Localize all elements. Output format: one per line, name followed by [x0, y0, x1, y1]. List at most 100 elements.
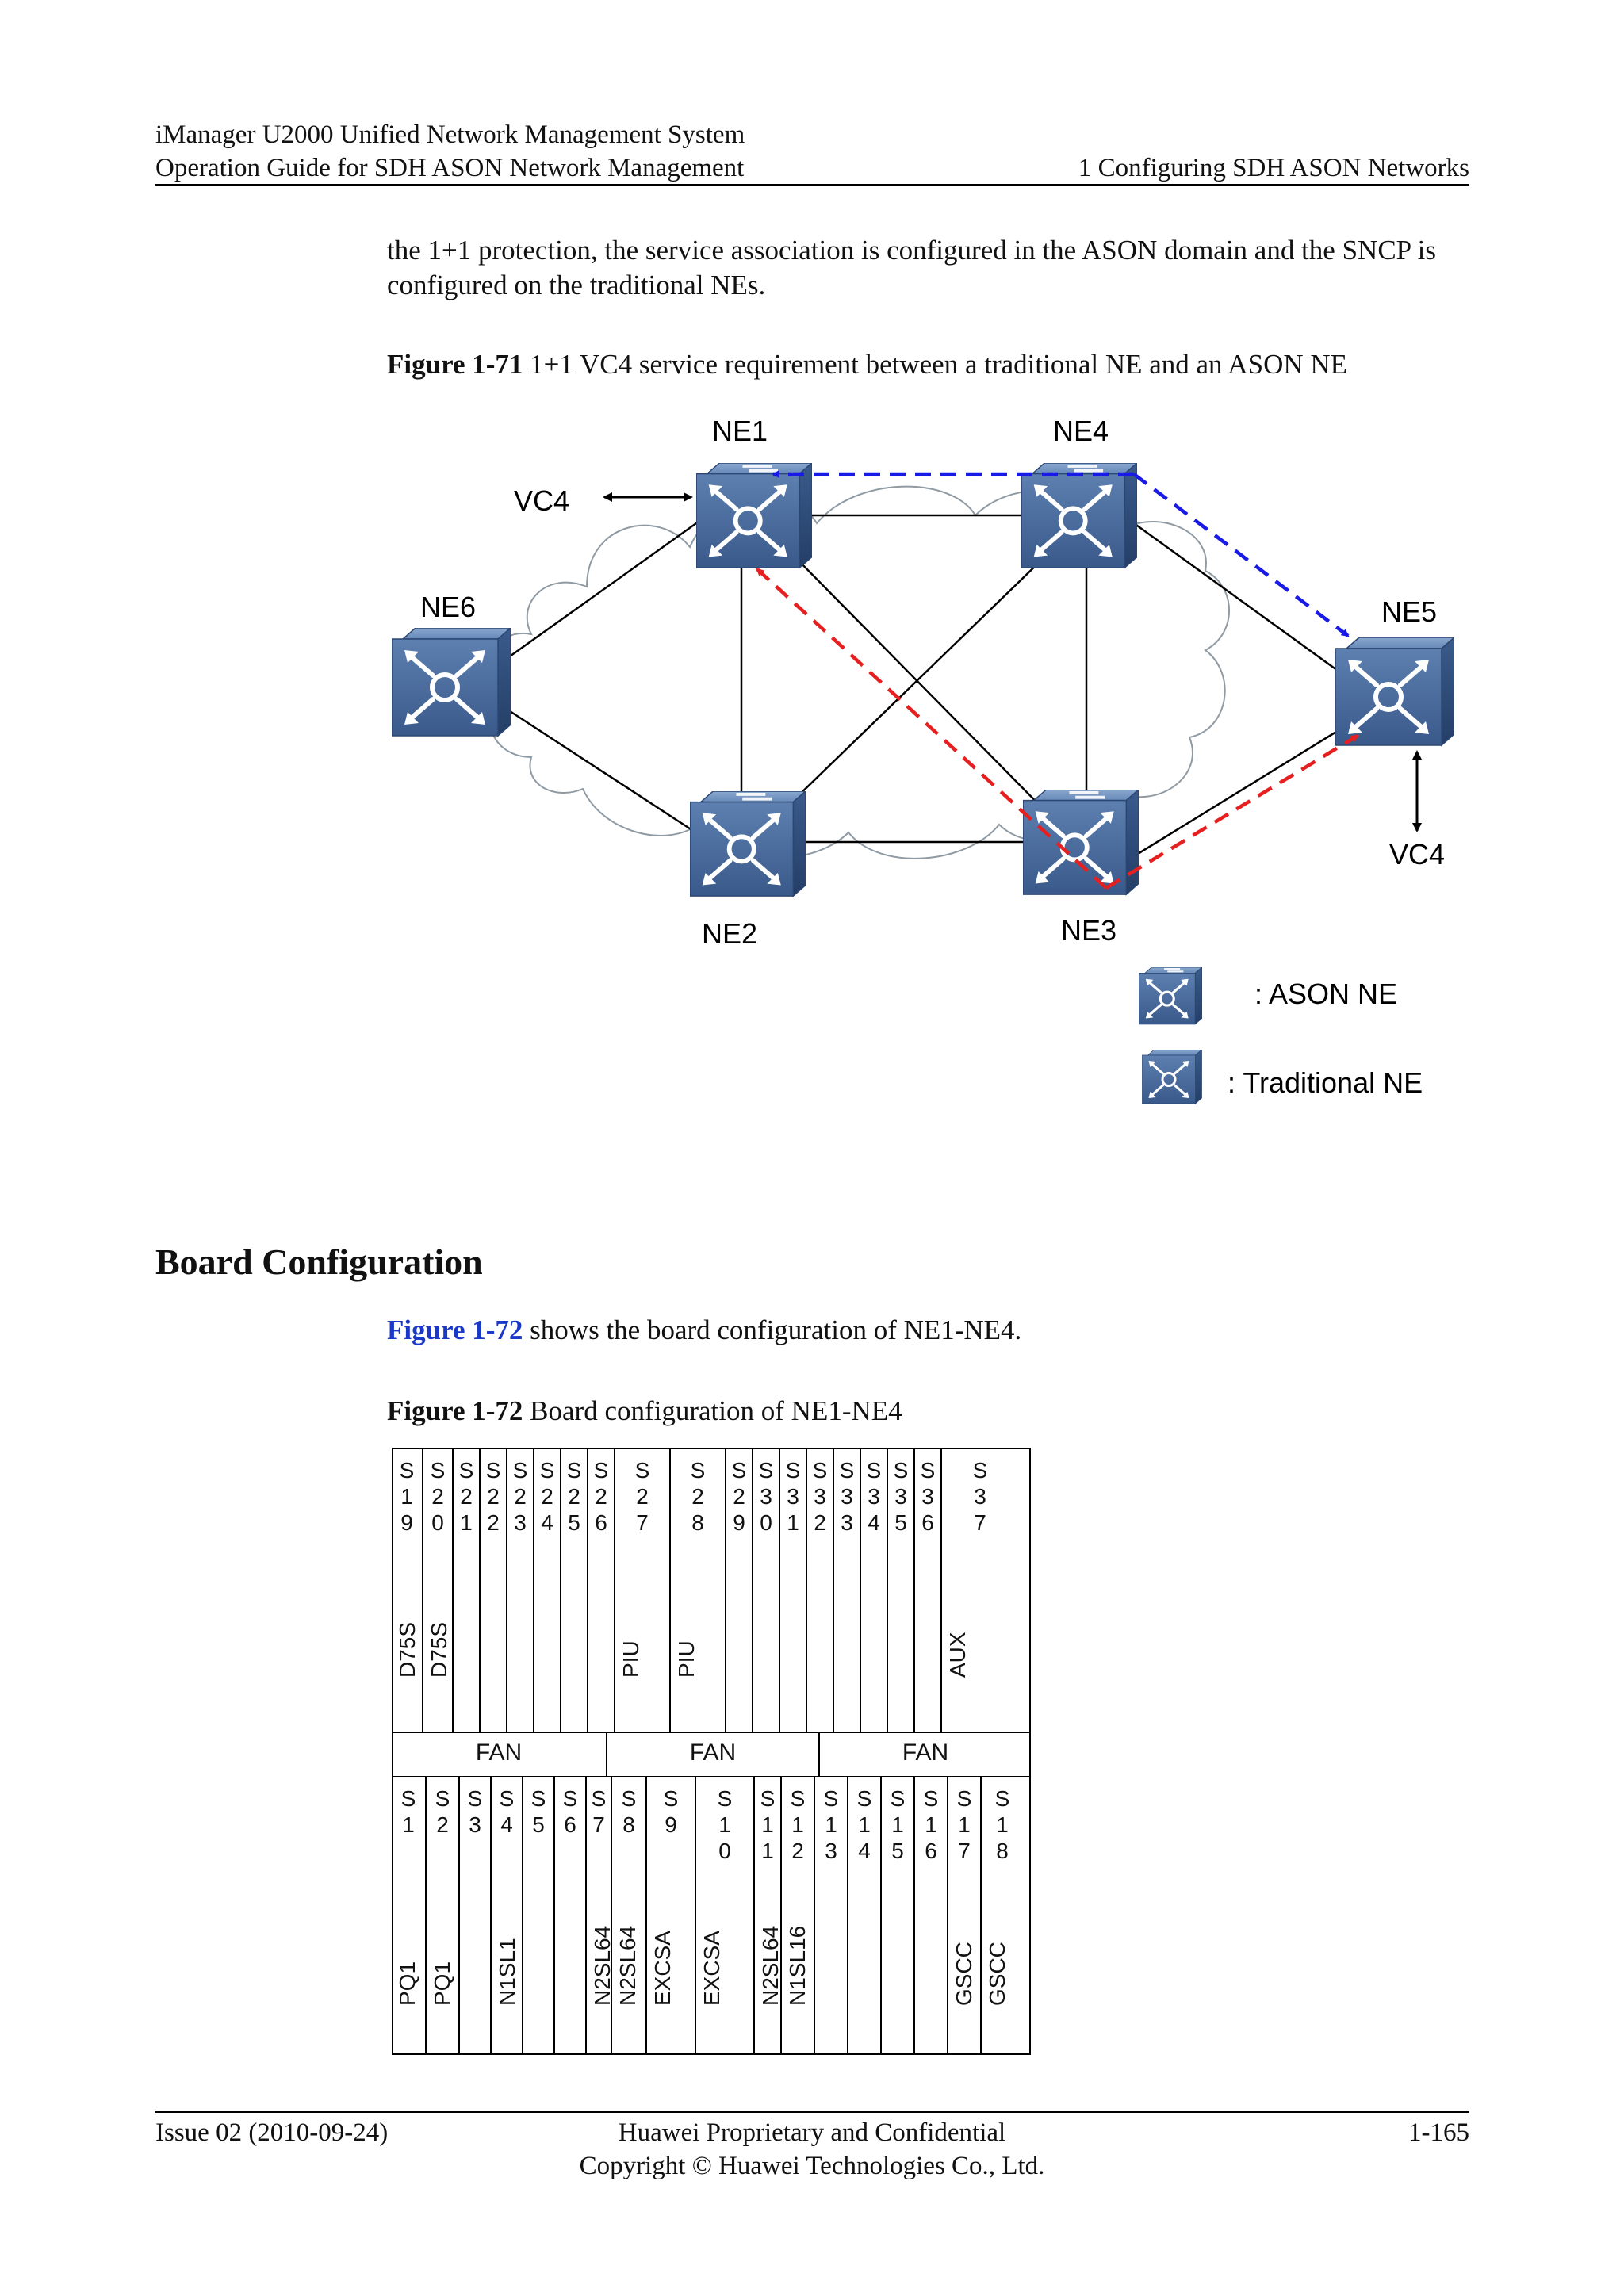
legend-traditional-icon	[1142, 1050, 1202, 1105]
legend-traditional-label: : Traditional NE	[1228, 1066, 1423, 1099]
top-slot-id: S 2 2	[485, 1458, 501, 1535]
top-slot-id: S 2 0	[430, 1458, 446, 1535]
fiber-links	[507, 514, 1341, 858]
top-slot-id: S 2 7	[634, 1458, 650, 1535]
top-slot-id: S 2 1	[458, 1458, 474, 1535]
figure71-label: Figure 1-71	[387, 349, 523, 380]
top-slot[interactable]: S 2 3	[506, 1448, 533, 1732]
bottom-slot-board-name: GSCC	[952, 1942, 976, 2006]
ne2-node[interactable]	[690, 791, 806, 896]
top-slot[interactable]: S 3 5	[887, 1448, 914, 1732]
figure72-reference: Figure 1-72 shows the board configuratio…	[387, 1313, 1021, 1348]
bottom-slot-id: S 4	[499, 1786, 515, 1837]
ne1-node[interactable]	[696, 463, 812, 568]
working-path-blue-2	[1132, 473, 1350, 637]
top-slot-id: S 3 5	[893, 1458, 909, 1535]
top-slot[interactable]: S 2 4	[533, 1448, 560, 1732]
top-slot[interactable]: S 3 7 AUX	[940, 1448, 1018, 1732]
top-slot-id: S 2 5	[566, 1458, 582, 1535]
bottom-slot[interactable]: S 6	[553, 1776, 585, 2055]
bottom-slot-id: S 1 3	[823, 1786, 839, 1863]
ne5-node[interactable]	[1335, 637, 1454, 745]
top-slot[interactable]: S 3 4	[860, 1448, 887, 1732]
bottom-slot-board-name: N1SL16	[785, 1925, 810, 2006]
top-slot[interactable]: S 3 0	[752, 1448, 779, 1732]
bottom-slot[interactable]: S 1 3	[814, 1776, 847, 2055]
top-slot-id: S 3 1	[785, 1458, 801, 1535]
fan-tray[interactable]: FAN	[818, 1732, 1031, 1776]
top-slot-id: S 2 8	[690, 1458, 706, 1535]
bottom-slot[interactable]: S 1 6	[914, 1776, 947, 2055]
top-slot-id: S 3 7	[972, 1458, 988, 1535]
bottom-slot-id: S 1 4	[856, 1786, 872, 1863]
fan-tray[interactable]: FAN	[475, 1739, 523, 1766]
top-slot-id: S 2 9	[731, 1458, 747, 1535]
board-layout-divider	[392, 1732, 1031, 1733]
top-slot[interactable]: S 3 6	[914, 1448, 940, 1732]
top-slot[interactable]: S 3 1	[779, 1448, 806, 1732]
protection-path-red-2	[1105, 734, 1359, 890]
legend-ason-icon	[1139, 967, 1202, 1026]
top-slot[interactable]: S 2 5	[560, 1448, 587, 1732]
bottom-slot-id: S 2	[435, 1786, 450, 1837]
top-slot[interactable]: S 3 2	[806, 1448, 833, 1732]
bottom-slot-id: S 7	[591, 1786, 607, 1837]
ne3-node[interactable]	[1023, 790, 1139, 894]
figure72-reference-text: shows the board configuration of NE1-NE4…	[523, 1314, 1022, 1345]
ne1-label: NE1	[712, 415, 768, 447]
ne6-label: NE6	[420, 591, 476, 623]
fan-tray[interactable]: FAN	[606, 1732, 818, 1776]
top-slot-board-name: D75S	[395, 1621, 419, 1678]
bottom-slot[interactable]: S 4 N1SL1	[490, 1776, 522, 2055]
bottom-slot-id: S 6	[562, 1786, 578, 1837]
ne2-label: NE2	[702, 917, 757, 950]
ne4-node[interactable]	[1021, 463, 1137, 568]
bottom-slot-id: S 9	[663, 1786, 679, 1837]
top-slot[interactable]: S 2 6	[587, 1448, 614, 1732]
top-slot-board-name: D75S	[427, 1621, 451, 1678]
figure72-link[interactable]: Figure 1-72	[387, 1314, 523, 1345]
ne5-label: NE5	[1381, 595, 1437, 628]
top-slot-id: S 3 6	[920, 1458, 936, 1535]
bottom-slot-board-name: N1SL1	[495, 1938, 519, 2006]
footer-confidential: Huawei Proprietary and Confidential	[618, 2118, 1006, 2147]
bottom-slot[interactable]: S 1 4	[847, 1776, 880, 2055]
figure72-caption: Figure 1-72 Board configuration of NE1-N…	[387, 1395, 902, 1427]
bottom-slot[interactable]: S 1 5	[880, 1776, 914, 2055]
top-slot[interactable]: S 2 9	[725, 1448, 752, 1732]
footer-rule	[155, 2111, 1469, 2113]
top-slot-id: S 3 0	[758, 1458, 774, 1535]
top-slot[interactable]: S 2 0 D75S	[422, 1448, 452, 1732]
figure71-diagram: NE1 NE4 NE6 NE5 NE2 NE3 VC4 VC4 : ASON N…	[0, 415, 1624, 1105]
top-slot[interactable]: S 2 1	[452, 1448, 479, 1732]
bottom-slot-id: S 1	[400, 1786, 416, 1837]
ne3-label: NE3	[1061, 914, 1116, 947]
top-slot[interactable]: S 3 3	[833, 1448, 860, 1732]
top-slot-board-name: AUX	[945, 1632, 970, 1678]
bottom-slot[interactable]: S 5	[522, 1776, 553, 2055]
protection-path-red	[756, 568, 1108, 890]
top-slot[interactable]: S 2 2	[479, 1448, 506, 1732]
bottom-slot[interactable]: S 3	[458, 1776, 490, 2055]
legend-ason-label: : ASON NE	[1254, 978, 1397, 1010]
board-layout-divider	[392, 1776, 1031, 1777]
bottom-slot-id: S 1 0	[717, 1786, 733, 1863]
bottom-slot-id: S 1 5	[890, 1786, 906, 1863]
bottom-slot-id: S 1 1	[760, 1786, 776, 1863]
ne6-node[interactable]	[392, 628, 511, 736]
figure71-title: 1+1 VC4 service requirement between a tr…	[530, 349, 1348, 380]
